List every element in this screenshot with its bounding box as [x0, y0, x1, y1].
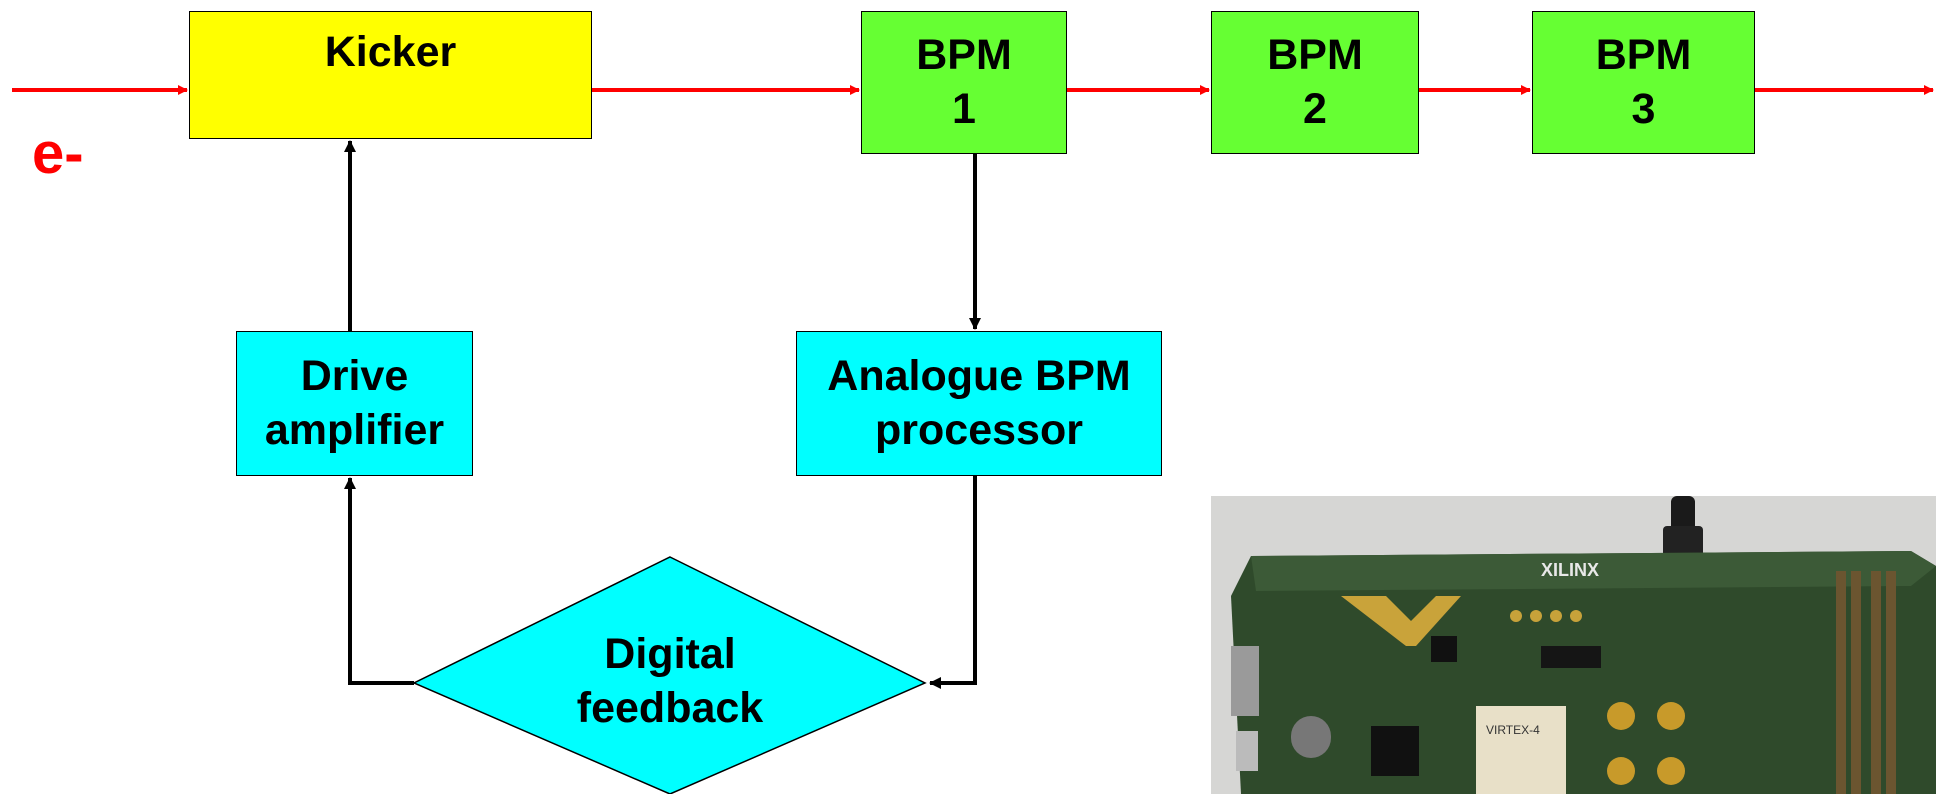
signal-processor-to-feedback [929, 476, 977, 689]
analogue-processor-block: Analogue BPM processor [796, 331, 1162, 476]
fpga-board-photo: XILINX VIRTEX-4 [1211, 496, 1936, 794]
bpm2-block: BPM 2 [1211, 11, 1419, 154]
kicker-block: Kicker [189, 11, 592, 139]
bpm1-label-line2: 1 [952, 84, 976, 133]
bpm2-label-line2: 2 [1303, 84, 1327, 133]
bpm3-label-line2: 3 [1631, 84, 1656, 133]
drive-amplifier-block: Drive amplifier [236, 331, 473, 476]
bpm3-label-line1: BPM [1595, 30, 1692, 79]
bpm1-block: BPM 1 [861, 11, 1067, 154]
drive-label-line2: amplifier [264, 405, 445, 454]
board-brand-label: XILINX [1541, 560, 1599, 580]
fpga-board-image: XILINX VIRTEX-4 [1211, 496, 1936, 794]
digital-feedback-diamond [412, 556, 927, 794]
bpm1-label-line1: BPM [916, 30, 1012, 79]
drive-label-line1: Drive [300, 351, 409, 400]
digital-feedback-label: Digital feedback [520, 628, 820, 736]
fpga-chip-label: VIRTEX-4 [1486, 723, 1540, 737]
bpm2-label-line1: BPM [1267, 30, 1363, 79]
digital-label-line2: feedback [576, 683, 764, 732]
analogue-label-line1: Analogue BPM [827, 351, 1131, 400]
digital-label-line1: Digital [604, 630, 736, 678]
kicker-label: Kicker [324, 28, 457, 76]
analogue-label-line2: processor [875, 405, 1083, 454]
bpm3-block: BPM 3 [1532, 11, 1755, 154]
electron-beam-label: e- [32, 121, 84, 186]
signal-feedback-to-drive [344, 477, 414, 685]
